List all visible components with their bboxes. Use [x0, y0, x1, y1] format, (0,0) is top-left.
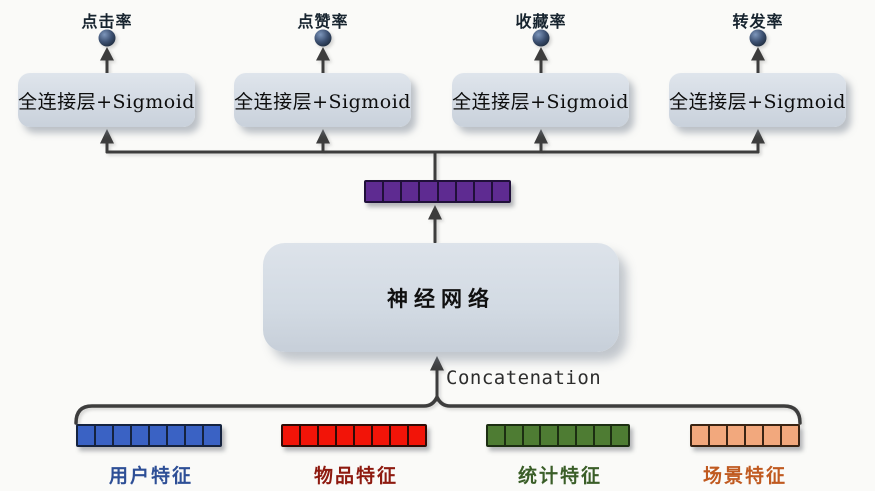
vector-cell: [409, 426, 425, 445]
vector-cell: [541, 426, 557, 445]
vector-cell: [523, 426, 540, 445]
feature-vector-item: [281, 424, 427, 447]
vector-cell: [319, 426, 335, 445]
network-to-vector-arrow: [428, 205, 442, 244]
vector-cell: [132, 426, 148, 445]
concat-arrow: [430, 356, 444, 402]
vector-cell: [576, 426, 593, 445]
vector-cell: [456, 182, 473, 201]
vector-cell: [366, 182, 383, 201]
vector-cell: [764, 426, 780, 445]
output-label-like: 点赞率: [297, 12, 349, 31]
fc-sigmoid-box-4: 全连接层+Sigmoid: [669, 73, 846, 127]
vector-cell: [594, 426, 611, 445]
feature-vector-stat: [486, 424, 630, 447]
vector-cell: [782, 426, 798, 445]
box-to-dot-arrows: [100, 47, 765, 75]
vector-cell: [505, 426, 522, 445]
output-dot: [314, 29, 332, 47]
vector-cell: [355, 426, 371, 445]
vector-cell: [373, 426, 389, 445]
feature-vector-scene: [690, 424, 800, 447]
vector-cell: [746, 426, 762, 445]
vector-cell: [78, 426, 94, 445]
output-dot: [98, 29, 116, 47]
feature-label-stat: 统计特征: [517, 465, 602, 487]
feature-label-user: 用户特征: [108, 465, 193, 487]
vector-cell: [438, 182, 455, 201]
vector-cell: [420, 182, 437, 201]
feature-label-item: 物品特征: [313, 465, 398, 487]
fc-sigmoid-label: 全连接层+Sigmoid: [18, 90, 195, 113]
fc-sigmoid-box-1: 全连接层+Sigmoid: [18, 73, 195, 127]
distributor-line: [100, 129, 765, 183]
vector-cell: [402, 182, 419, 201]
vector-cell: [384, 182, 401, 201]
output-label-click: 点击率: [81, 12, 133, 31]
output-dots: [98, 29, 767, 47]
vector-cell: [96, 426, 112, 445]
fc-sigmoid-box-3: 全连接层+Sigmoid: [452, 73, 629, 127]
fc-sigmoid-box-2: 全连接层+Sigmoid: [234, 73, 411, 127]
vector-cell: [283, 426, 299, 445]
neural-network-label: 神经网络: [387, 285, 495, 311]
output-label-share: 转发率: [732, 12, 784, 31]
vector-cell: [488, 426, 504, 445]
vector-cell: [728, 426, 744, 445]
vector-cell: [186, 426, 202, 445]
concatenation-label: Concatenation: [446, 367, 602, 389]
vector-cell: [692, 426, 708, 445]
neural-network-box: 神经网络: [263, 243, 619, 352]
vector-cell: [301, 426, 317, 445]
vector-cell: [474, 182, 491, 201]
fc-sigmoid-label: 全连接层+Sigmoid: [669, 90, 846, 113]
vector-cell: [204, 426, 220, 445]
vector-cell: [391, 426, 407, 445]
hidden-vector: [364, 180, 511, 203]
vector-cell: [492, 182, 509, 201]
vector-cell: [168, 426, 184, 445]
vector-cell: [710, 426, 726, 445]
fc-sigmoid-label: 全连接层+Sigmoid: [452, 90, 629, 113]
output-dot: [532, 29, 550, 47]
output-dot: [749, 29, 767, 47]
feature-label-scene: 场景特征: [702, 465, 787, 487]
output-label-favorite: 收藏率: [515, 12, 567, 31]
concat-brace: [74, 395, 802, 425]
vector-cell: [559, 426, 575, 445]
vector-cell: [114, 426, 130, 445]
vector-cell: [150, 426, 166, 445]
vector-cell: [612, 426, 628, 445]
fc-sigmoid-label: 全连接层+Sigmoid: [234, 90, 411, 113]
feature-vector-user: [76, 424, 222, 447]
vector-cell: [337, 426, 353, 445]
